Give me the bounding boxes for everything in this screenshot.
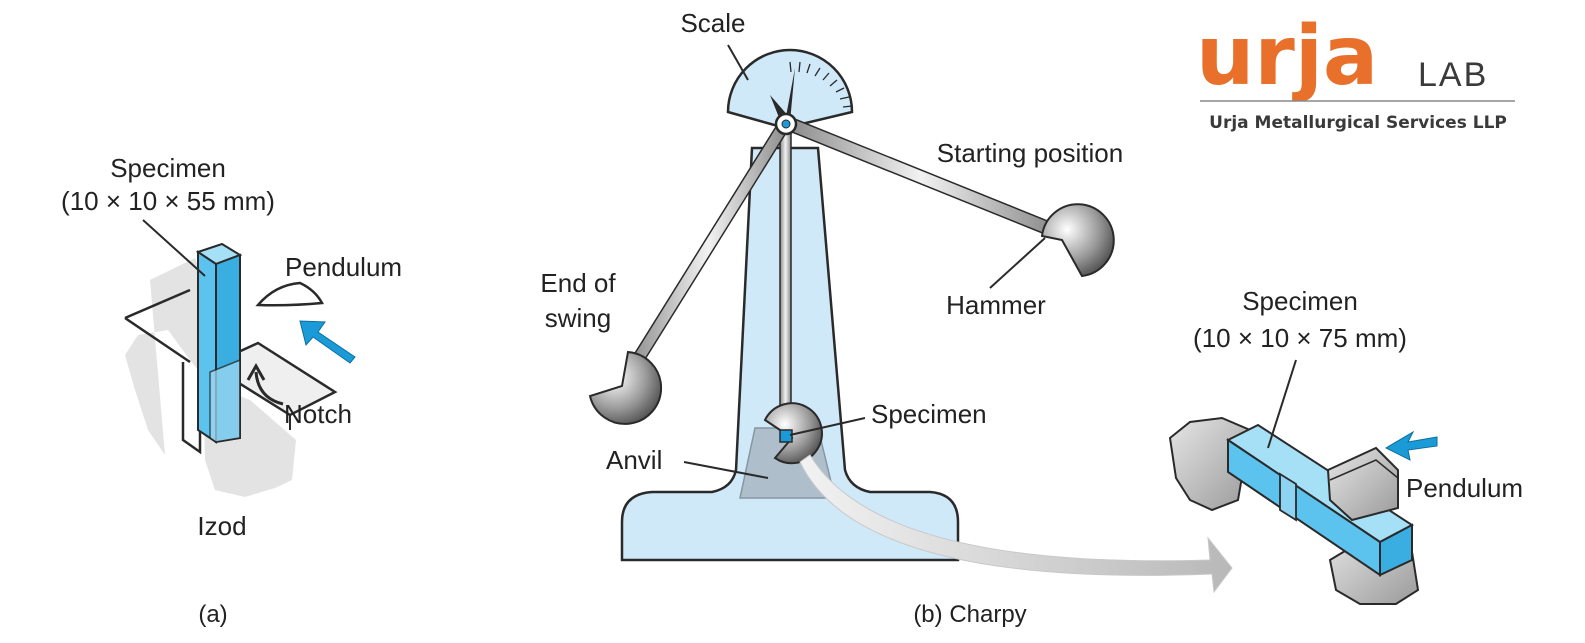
detail-impact-arrow [1386, 432, 1437, 460]
izod-impact-arrow [300, 321, 355, 363]
charpy-specimen-label: Specimen [871, 399, 987, 429]
detail-specimen-dims: (10 × 10 × 75 mm) [1193, 323, 1407, 353]
logo-wordmark: urja [1196, 9, 1378, 104]
charpy-starting-position-label: Starting position [937, 138, 1123, 168]
izod-specimen-label: Specimen [110, 153, 226, 183]
charpy-start-rod [787, 118, 1055, 236]
izod-diagram: Specimen (10 × 10 × 55 mm) Pendulum Notc… [61, 153, 402, 628]
charpy-scale-leader [728, 45, 748, 80]
charpy-specimen-square [780, 430, 792, 442]
charpy-pivot-center [782, 120, 790, 128]
charpy-rest-rod [780, 128, 791, 410]
urja-lab-logo: urja LAB Urja Metallurgical Services LLP [1196, 9, 1515, 133]
izod-pendulum-label: Pendulum [285, 252, 402, 282]
charpy-anvil-label: Anvil [606, 445, 662, 475]
charpy-caption: (b) Charpy [913, 601, 1026, 628]
charpy-end-of-swing-line2: swing [545, 303, 611, 333]
izod-specimen-leader [143, 220, 205, 276]
izod-pendulum-tip [258, 283, 322, 305]
charpy-scale-label: Scale [680, 8, 745, 38]
charpy-start-hammer [1042, 204, 1114, 276]
detail-specimen-leader [1268, 360, 1296, 448]
logo-company-name: Urja Metallurgical Services LLP [1209, 113, 1507, 133]
detail-pendulum-label: Pendulum [1406, 473, 1523, 503]
izod-specimen-dims: (10 × 10 × 55 mm) [61, 186, 275, 216]
izod-name: Izod [197, 511, 246, 541]
charpy-swing-hammer [590, 352, 661, 424]
charpy-machine: Scale Starting position Hammer End of sw… [540, 8, 1232, 628]
logo-lab-text: LAB [1418, 56, 1488, 94]
izod-notch-label: Notch [284, 399, 352, 429]
izod-specimen-lower [210, 360, 240, 442]
charpy-swing-arrow [800, 455, 1232, 592]
izod-caption: (a) [198, 601, 227, 628]
charpy-hammer-leader [990, 238, 1045, 288]
charpy-hammer-label: Hammer [946, 290, 1046, 320]
detail-specimen-label: Specimen [1242, 286, 1358, 316]
charpy-end-of-swing-line1: End of [540, 268, 616, 298]
